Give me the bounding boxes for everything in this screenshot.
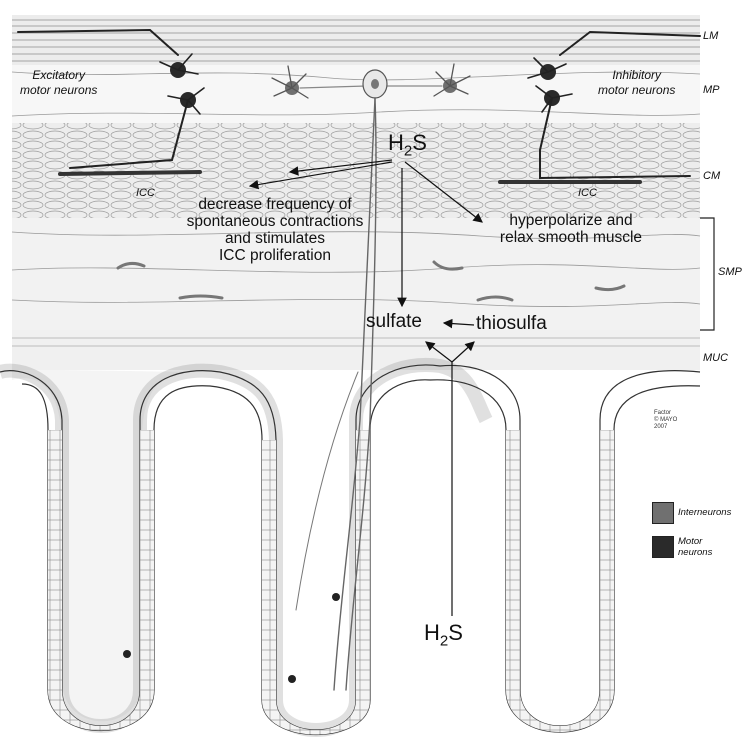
excitatory-label-line1: Excitatory [20, 68, 97, 83]
credit-line2: © MAYO [654, 417, 677, 424]
layer-label-muc: MUC [703, 352, 728, 364]
icc-label-right: ICC [578, 186, 597, 201]
credit-line3: 2007 [654, 424, 677, 431]
h2s-bottom-h: H [424, 620, 440, 645]
h2s-top-h: H [388, 130, 404, 155]
icc-effect-text: decrease frequency of spontaneous contra… [160, 196, 390, 264]
longitudinal-muscle-layer [12, 15, 700, 65]
icc-effect-line4: ICC proliferation [160, 247, 390, 264]
thiosulfate-label: thiosulfa [476, 313, 547, 335]
excitatory-label: Excitatory motor neurons [20, 68, 97, 98]
legend-swatch-interneurons [652, 502, 674, 524]
h2s-label-bottom: H2S [424, 620, 463, 649]
inhibitory-label-line2: motor neurons [598, 83, 675, 98]
h2s-top-s: S [412, 130, 427, 155]
h2s-bottom-s: S [448, 620, 463, 645]
layer-label-mp: MP [703, 84, 720, 96]
legend-swatch-motor-neurons [652, 536, 674, 558]
layer-label-cm: CM [703, 170, 720, 182]
icc-label-left: ICC [136, 186, 155, 201]
layer-label-lm: LM [703, 30, 718, 42]
inhibitory-label: Inhibitory motor neurons [598, 68, 675, 98]
legend-label-motor-neurons: Motor neurons [678, 536, 712, 558]
icc-effect-line1: decrease frequency of [160, 196, 390, 213]
smp-bracket [700, 218, 714, 330]
smooth-muscle-effect-text: hyperpolarize and relax smooth muscle [476, 212, 666, 246]
mucosa-base [12, 330, 700, 370]
artist-credit: Factor © MAYO 2007 [654, 410, 677, 431]
credit-line1: Factor [654, 410, 677, 417]
sulfate-label: sulfate [366, 311, 422, 333]
legend-motor-line2: neurons [678, 547, 712, 558]
intestinal-crypts [0, 365, 700, 735]
inhibitory-label-line1: Inhibitory [598, 68, 675, 83]
icc-effect-line3: and stimulates [160, 230, 390, 247]
layer-label-smp: SMP [718, 266, 742, 278]
legend-motor-line1: Motor [678, 536, 712, 547]
h2s-top-subscript: 2 [404, 142, 412, 159]
h2s-bottom-subscript: 2 [440, 632, 448, 649]
h2s-label-top: H2S [388, 130, 427, 159]
excitatory-label-line2: motor neurons [20, 83, 97, 98]
smooth-effect-line2: relax smooth muscle [476, 229, 666, 246]
smooth-effect-line1: hyperpolarize and [476, 212, 666, 229]
myenteric-plexus-layer [12, 65, 700, 123]
icc-effect-line2: spontaneous contractions [160, 213, 390, 230]
legend-label-interneurons: Interneurons [678, 507, 731, 518]
